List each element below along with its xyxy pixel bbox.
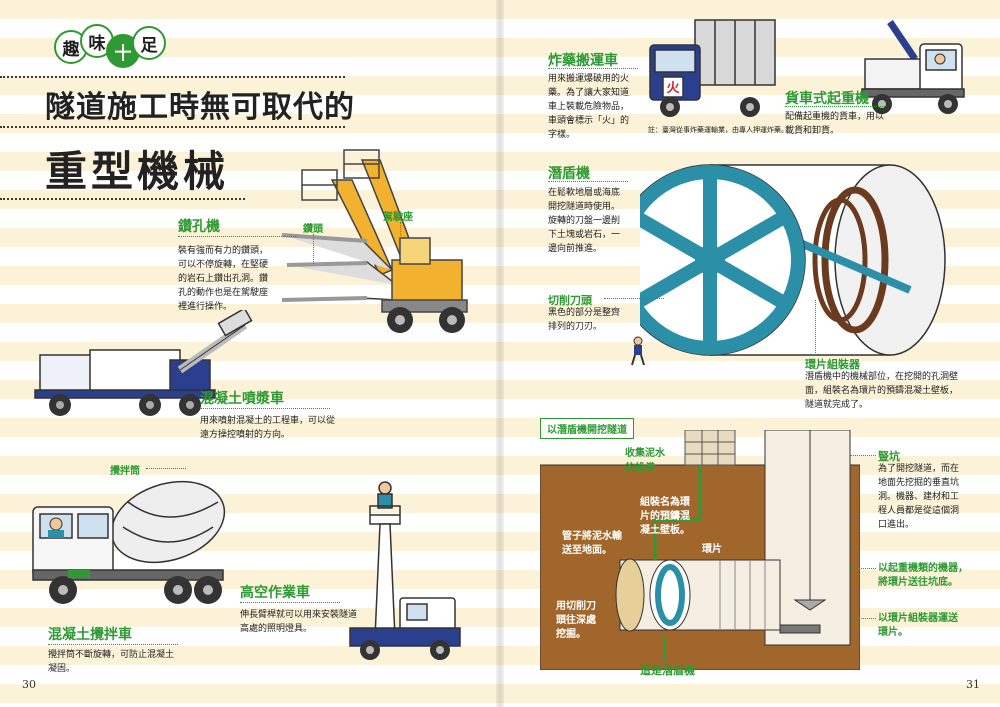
- crane-truck-illustration: [861, 20, 965, 114]
- explosive-truck-label: 炸藥搬運車: [548, 53, 618, 69]
- aerial-truck-label: 高空作業車: [240, 585, 310, 601]
- crane-note-leader: [852, 568, 876, 569]
- pipe-note: 管子將泥水輸送至地面。: [562, 531, 622, 556]
- assemble-segments-note: 組裝名為環片的預鑄混凝土壁板。: [640, 497, 690, 536]
- drill-label: 鑽孔機: [178, 219, 220, 235]
- sprayer-label: 混凝土噴漿車: [200, 391, 284, 407]
- mixer-drum-leader: [146, 468, 186, 469]
- aerial-work-truck-illustration: [349, 481, 461, 660]
- badge-char-4: 足: [132, 26, 166, 60]
- shield-machine-illustration: [640, 164, 946, 356]
- cutter-dig-note: 用切削刀頭往深處挖掘。: [556, 601, 596, 640]
- shaft-label: 豎坑: [878, 450, 900, 463]
- aerial-label-rule: [240, 602, 340, 603]
- erector-transport-note: 以環片組裝器運送環片。: [878, 613, 958, 638]
- fire-sign-char: 火: [666, 81, 680, 96]
- crane-label-rule: [785, 106, 885, 107]
- drill-description: 裝有強而有力的鑽頭，可以不停旋轉，在堅硬的岩石上鑽出孔洞。鑽孔的動作也是在駕駛座…: [178, 246, 269, 312]
- mixer-description: 攪拌筒不斷旋轉，可防止混凝土凝固。: [48, 650, 175, 674]
- explosive-label-rule: [548, 68, 638, 69]
- cutter-head-description: 黑色的部分是整齊排列的刀刃。: [548, 308, 621, 332]
- mixer-drum-callout: 攪拌筒: [110, 466, 140, 477]
- title-rule-bottom: [0, 198, 245, 200]
- shield-machine-description: 在鬆軟地層或海底開挖隧道時使用。旋轉的刀盤一邊削下土塊或岩石，一邊向前推進。: [548, 188, 621, 254]
- page-gutter: [496, 0, 504, 707]
- mixer-label-rule: [48, 644, 178, 645]
- erector-note-leader: [852, 618, 876, 619]
- shield-machine-pointer-label: 這是潛盾機: [640, 664, 695, 677]
- badge-char-3: 十: [106, 34, 140, 68]
- crane-delivery-note: 以起重機類的機器，將環片送往坑底。: [878, 563, 968, 588]
- page-title-line2: 重型機械: [45, 147, 230, 196]
- tunnel-cross-section-diagram: [540, 430, 860, 670]
- segment-label: 環片: [702, 544, 722, 555]
- shield-machine-label: 潛盾機: [548, 166, 590, 182]
- crane-truck-label: 貨車式起重機: [785, 91, 869, 107]
- cutter-leader: [604, 298, 664, 299]
- shield-pointer-leader: [664, 636, 665, 661]
- drill-bit-callout: 鑽頭: [303, 224, 323, 235]
- drill-bit-leader: [313, 234, 314, 264]
- shield-label-rule: [548, 181, 628, 182]
- drill-seat-callout: 駕駛座: [383, 212, 413, 223]
- explosive-truck-note: 註：臺灣從事炸藥運輸業，由專人押運炸藥。: [648, 126, 788, 134]
- page-number-left: 30: [22, 678, 36, 691]
- aerial-truck-description: 伸長臂桿就可以用來安裝隧道高處的照明燈具。: [240, 610, 358, 634]
- title-rule-mid: [0, 126, 345, 128]
- drill-seat-leader: [400, 222, 401, 262]
- sprayer-label-rule: [200, 408, 330, 409]
- explosive-truck-illustration: 火: [649, 19, 776, 117]
- drill-label-rule: [178, 236, 298, 237]
- drill-rig-illustration: [281, 149, 468, 333]
- worker-figure-icon: [631, 336, 645, 366]
- title-rule-top: [0, 76, 345, 78]
- shaft-description: 為了開挖隧道，而在地面先挖掘的垂直坑洞。機器、建材和工程人員都是從這個洞口進出。: [878, 464, 960, 530]
- crane-truck-description: 配備起重機的貨車，用以載貨和卸貨。: [785, 112, 885, 136]
- segment-erector-label: 環片組裝器: [805, 358, 860, 371]
- cutter-head-label: 切削刀頭: [548, 294, 592, 307]
- mixer-label: 混凝土攪拌車: [48, 627, 132, 643]
- diagram-section-title: 以潛盾機開挖隧道: [540, 418, 634, 439]
- shaft-leader: [850, 455, 876, 456]
- sprayer-description: 用來噴射混凝土的工程車，可以從遠方操控噴射的方向。: [200, 416, 336, 440]
- mud-facility-label: 收集泥水的設備: [625, 448, 665, 474]
- concrete-sprayer-illustration: [34, 310, 253, 416]
- segment-erector-description: 潛盾機中的機械部位，在挖開的孔洞壁面，組裝名為環片的預鑄混凝土壁板，隧道就完成了…: [805, 372, 959, 410]
- page-number-right: 31: [966, 678, 980, 691]
- concrete-mixer-illustration: [32, 480, 226, 604]
- explosive-truck-description: 用來搬運爆破用的火藥。為了讓大家知道車上裝載危險物品，車頭會標示「火」的字樣。: [548, 74, 630, 140]
- erector-leader: [815, 300, 816, 355]
- page-title-line1: 隧道施工時無可取代的: [45, 90, 355, 125]
